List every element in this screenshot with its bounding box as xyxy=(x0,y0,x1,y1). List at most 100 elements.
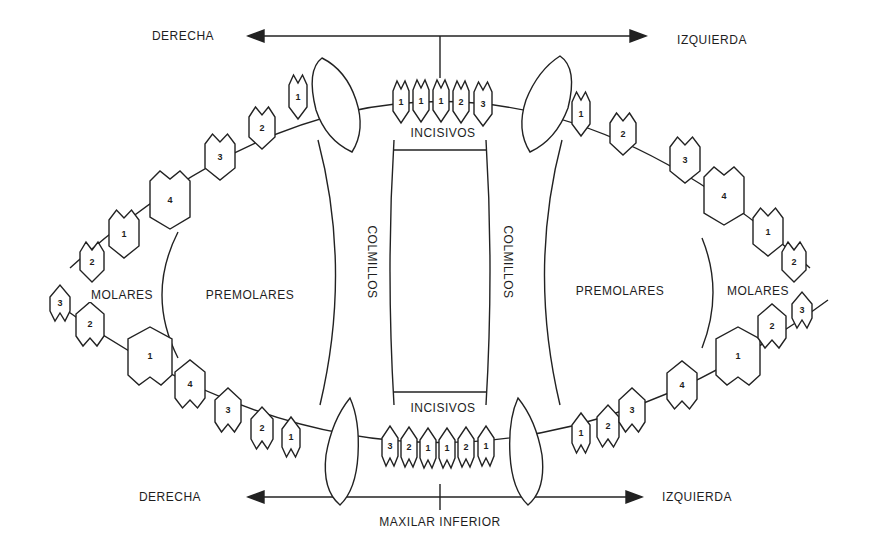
jaw-band xyxy=(394,149,486,150)
tooth-outline xyxy=(80,242,104,282)
region-label: MAXILAR INFERIOR xyxy=(377,515,502,529)
tooth-outline xyxy=(109,210,139,258)
callout-number: 3 xyxy=(216,153,223,162)
callout-number: 3 xyxy=(386,442,393,451)
tooth-outline xyxy=(215,388,241,432)
tooth-outline xyxy=(610,113,636,155)
region-label: INCISIVOS xyxy=(408,401,477,415)
region-label: MOLARES xyxy=(725,284,791,298)
direction-arrow xyxy=(248,484,642,510)
region-label: PREMOLARES xyxy=(574,284,666,298)
region-label: IZQUIERDA xyxy=(675,33,749,47)
tooth-outline xyxy=(289,75,307,119)
tooth-outline xyxy=(50,285,70,321)
canine-tooth xyxy=(510,398,543,505)
region-arc xyxy=(702,238,713,348)
tooth-outline xyxy=(413,80,429,122)
callout-number: 1 xyxy=(397,98,404,107)
tooth-outline xyxy=(474,82,492,126)
callout-number: 1 xyxy=(577,110,584,119)
tooth-outline xyxy=(128,327,172,385)
arch-line xyxy=(70,102,810,269)
callout-number: 2 xyxy=(258,424,265,433)
callout-number: 1 xyxy=(577,429,584,438)
callout-number: 2 xyxy=(462,443,469,452)
tooth-outline xyxy=(753,208,783,256)
tooth-outline xyxy=(597,405,619,447)
tooth-outline xyxy=(382,426,398,466)
callout-number: 1 xyxy=(146,352,153,361)
callout-number: 1 xyxy=(120,230,127,239)
callout-number: 4 xyxy=(186,380,193,389)
callout-number: 2 xyxy=(457,98,464,107)
tooth-outline xyxy=(439,428,455,468)
callout-number: 1 xyxy=(287,433,294,442)
tooth-outline xyxy=(572,92,590,136)
tooth-outline xyxy=(758,304,786,348)
region-label: MOLARES xyxy=(89,288,155,302)
callout-number: 2 xyxy=(619,130,626,139)
tooth-outline xyxy=(782,242,806,282)
tooth-outline xyxy=(458,427,474,467)
tooth-outline xyxy=(205,134,235,180)
region-label: IZQUIERDA xyxy=(660,490,734,504)
tooth-outline xyxy=(433,80,449,122)
jaw-band xyxy=(394,391,486,392)
callout-number: 1 xyxy=(437,97,444,106)
tooth-outline xyxy=(667,361,697,409)
tooth-outline xyxy=(282,417,300,457)
direction-arrow xyxy=(248,30,646,78)
jaw-band xyxy=(390,140,394,405)
callout-number: 3 xyxy=(681,156,688,165)
callout-number: 2 xyxy=(88,258,95,267)
jaw-band xyxy=(486,140,490,405)
callout-number: 2 xyxy=(405,443,412,452)
region-label: DERECHA xyxy=(150,29,216,43)
tooth-outline xyxy=(572,413,590,453)
callout-number: 2 xyxy=(86,320,93,329)
tooth-outline xyxy=(401,427,417,467)
tooth-outline xyxy=(249,107,275,149)
tooth-outline xyxy=(76,302,104,346)
callout-number: 2 xyxy=(604,422,611,431)
region-label: COLMILLOS xyxy=(365,223,379,300)
region-label: COLMILLOS xyxy=(501,223,515,300)
region-label: DERECHA xyxy=(137,490,203,504)
callout-number: 3 xyxy=(56,299,63,308)
callout-number: 1 xyxy=(443,444,450,453)
canine-tooth xyxy=(522,56,572,152)
tooth-outline xyxy=(670,137,700,183)
tooth-outline xyxy=(478,426,494,466)
callout-number: 2 xyxy=(258,124,265,133)
jaw-band xyxy=(318,140,336,405)
tooth-outline xyxy=(792,292,812,328)
jaw-band xyxy=(544,140,562,405)
tooth-outline xyxy=(704,167,744,225)
callout-number: 1 xyxy=(764,228,771,237)
arch-line xyxy=(52,300,828,443)
callout-number: 3 xyxy=(479,100,486,109)
tooth-outline xyxy=(175,360,205,408)
tooth-outline xyxy=(453,81,469,123)
callout-number: 1 xyxy=(482,442,489,451)
callout-number: 1 xyxy=(424,444,431,453)
tooth-outline xyxy=(251,407,273,449)
tooth-outline xyxy=(619,388,645,432)
callout-number: 2 xyxy=(768,322,775,331)
callout-number: 4 xyxy=(166,196,173,205)
callout-number: 2 xyxy=(790,258,797,267)
region-label: INCISIVOS xyxy=(408,126,477,140)
tooth-outline xyxy=(393,81,409,123)
tooth-outline xyxy=(420,428,436,468)
callout-number: 4 xyxy=(678,381,685,390)
callout-number: 1 xyxy=(417,97,424,106)
callout-number: 1 xyxy=(734,352,741,361)
canine-tooth xyxy=(325,398,358,505)
callout-number: 1 xyxy=(294,93,301,102)
callout-number: 4 xyxy=(720,192,727,201)
callout-number: 3 xyxy=(798,306,805,315)
callout-number: 3 xyxy=(628,406,635,415)
tooth-outline xyxy=(150,171,190,229)
